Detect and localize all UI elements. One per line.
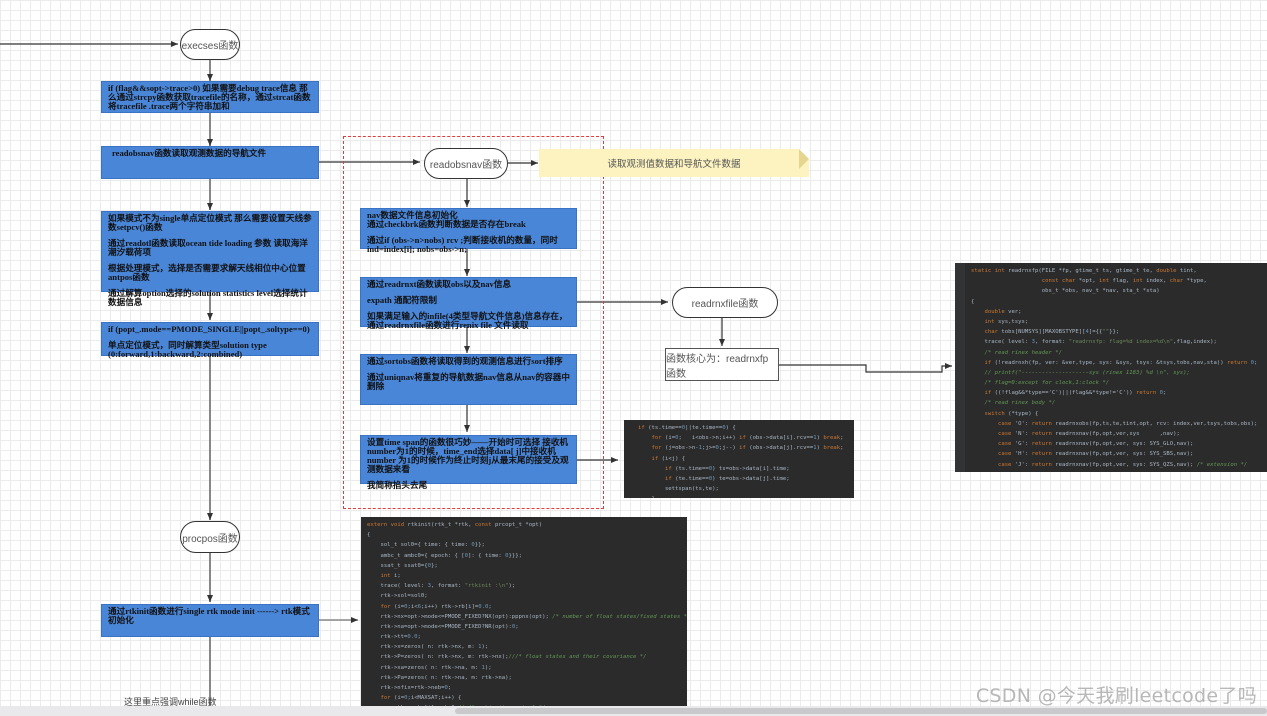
timespan-text-2: 我简称掐头去尾 (367, 480, 428, 490)
code-line: obs_t *obs, nav_t *nav, sta_t *sta) (971, 288, 1160, 295)
note-text: 读取观测值数据和导航文件数据 (607, 159, 741, 170)
readrnxt-box[interactable]: 通过readrnxt函数读取obs以及nav信息 expath 通配符限制 如果… (360, 277, 577, 330)
readobsnav-group-frame (343, 136, 604, 509)
code-line: /* read rinex header */ (984, 349, 1062, 356)
single-mode-check-text-2: 单点定位模式，同时解算类型solution type (0:forward,1:… (108, 340, 267, 359)
readrnxt-text-3: 如果满足输入的infile(4类型导航文件信息)信息存在，通过readrnxfi… (367, 311, 568, 330)
code-line: trace( level: 3, format: "readrnxfp: fla… (971, 339, 1217, 346)
nav-init-text-2: 通过if (obs->n>nobs) rcv ;判断接收机的数量，同时ind=i… (367, 235, 558, 254)
timespan-box[interactable]: 设置time span的函数很巧妙——开始时可选择 接收机number为1的时候… (360, 435, 577, 490)
rtkinit-code-snippet: extern void rtkinit(rtk_t *rtk, const pr… (361, 517, 687, 716)
sort-uniq-text-1: 通过sortobs函数将读取得到的观测信息进行sort排序 (367, 356, 563, 366)
code-line: rtk->nfix=rtk->neb=0; (367, 685, 452, 691)
code-line: static int readrnxfp(FILE *fp, gtime_t t… (971, 268, 1197, 274)
code-line: ambc_t ambc0={ epoch: { [0]: { time: 0}}… (367, 552, 522, 559)
readrnxfile-function-node[interactable]: readrnxfile函数 (672, 287, 778, 318)
code-line: rtk->xa=zeros( n: rtk->na, m: 1); (367, 664, 492, 671)
code-line: if (ts.time==0) ts=obs->data[i].time; (664, 465, 790, 472)
code-line: extern void rtkinit(rtk_t *rtk, const pr… (367, 522, 543, 528)
csdn-watermark: CSDN @今天我刷leetcode了吗 (975, 685, 1257, 707)
code-line: sol_t sol0={ time: { time: 0}}; (367, 542, 485, 549)
nav-init-text-1: nav数据文件信息初始化 通过checkbrk函数判断数据是否存在break (367, 210, 526, 229)
code-line: switch (*type) { (984, 410, 1039, 417)
code-line: rtk->x=zeros( n: rtk->nx, m: 1); (367, 644, 489, 651)
code-line: if (i<j) { (651, 455, 686, 462)
readobsnav-function-node[interactable]: readobsnav函数 (424, 148, 508, 179)
code-line: for (i=0;i<6;i++) rtk->rb[i]=0.0; (380, 603, 492, 610)
readrnxt-text-2: expath 通配符限制 (367, 295, 437, 305)
single-mode-check-box[interactable]: if (popt_.mode==PMODE_SINGLE||popt_.solt… (101, 322, 319, 359)
timespan-code-snippet: if (ts.time==0||te.time==0) { for (i=0; … (624, 420, 854, 498)
antenna-params-text-2: 通过readotl函数读取ocean tide loading 参数 读取海洋潮… (108, 238, 308, 257)
code-line: int i; (380, 572, 401, 579)
code-line: case 'H': return readrnxnav(fp,opt,ver, … (997, 451, 1194, 458)
code-line: if ((!flag&&*type=='C')||(flag&&*type!='… (984, 390, 1167, 397)
code-line: for (i=0;i<MAXSAT;i++) { (380, 695, 462, 702)
sort-uniq-box[interactable]: 通过sortobs函数将读取得到的观测信息进行sort排序 通过uniqnav将… (360, 354, 577, 405)
code-line: { (367, 532, 371, 539)
trace-setup-text: if (flag&&sopt->trace>0) 如果需要debug trace… (108, 83, 311, 111)
code-line: case 'G': return readrnxnav(fp,opt,ver, … (997, 441, 1194, 448)
procpos-function-node[interactable]: procpos函数 (180, 521, 240, 553)
sort-uniq-text-2: 通过uniqnav将重复的导航数据nav信息从nav的容器中删除 (367, 372, 570, 391)
antenna-params-box[interactable]: 如果模式不为single单点定位模式 那么需要设置天线参数setpcv()函数 … (101, 211, 319, 307)
readrnxfp-code-snippet: static int readrnxfp(FILE *fp, gtime_t t… (955, 263, 1267, 472)
code-line: if (!readrnxh(fp, ver: &ver,type, sys: &… (984, 359, 1258, 366)
code-line: rtk->sol=sol0; (367, 593, 428, 600)
code-line: if (ts.time==0||te.time==0) { (638, 425, 736, 431)
antenna-params-text-1: 如果模式不为single单点定位模式 那么需要设置天线参数setpcv()函数 (108, 213, 312, 232)
code-line: /* flag=0:except for clock,1:clock */ (984, 380, 1110, 387)
code-line: { (971, 298, 975, 305)
rtkinit-text: 通过rtkinit函数进行single rtk mode init ------… (108, 606, 310, 625)
connector-plain-code (779, 363, 952, 373)
readobsnav-summary-box[interactable]: readobsnav函数读取观测数据的导航文件 (101, 146, 319, 179)
horizontal-scrollbar[interactable] (0, 706, 1267, 716)
code-line: trace( level: 3, format: "rtkinit :\n"); (367, 583, 516, 590)
code-line: // printf("--------------------sys (rine… (984, 369, 1190, 376)
code-line: rtk->P=zeros( n: rtk->nx, m: rtk->nx);//… (367, 654, 647, 661)
code-line: double ver; (984, 308, 1022, 315)
code-line: const char *opt, int flag, int index, ch… (1041, 278, 1207, 285)
timespan-text-1: 设置time span的函数很巧妙——开始时可选择 接收机number为1的时候… (367, 437, 569, 474)
readrnxt-text-1: 通过readrnxt函数读取obs以及nav信息 (367, 279, 512, 289)
antenna-params-text-4: 通过解算option选择的solution statistics level选择… (108, 288, 308, 307)
code-line: /* read rinex body */ (984, 400, 1056, 407)
code-line: if (te.time==0) te=obs->data[j].time; (664, 475, 790, 482)
code-line: int sys,tsys; (984, 318, 1029, 325)
code-line: for (j=obs->n-1;j>=0;j--) if (obs->data[… (651, 445, 844, 452)
trace-setup-box[interactable]: if (flag&&sopt->trace>0) 如果需要debug trace… (101, 81, 319, 113)
code-line: rtk->tt=0.0; (367, 634, 421, 641)
antenna-params-text-3: 根据处理模式，选择是否需要求解天线相位中心位置antpos函数 (108, 263, 306, 282)
execses-function-node[interactable]: execses函数 (180, 29, 240, 60)
code-line: case 'O': return readrnxobs(fp,ts,te,tin… (997, 420, 1258, 427)
readobsnav-summary-text: readobsnav函数读取观测数据的导航文件 (112, 148, 267, 158)
while-function-caption: 这里重点强调while函数 (124, 697, 217, 707)
code-line: rtk->nx=opt->mode<=PMODE_FIXED?NX(opt):p… (367, 613, 687, 620)
readrnxfp-core-box[interactable]: 函数核心为：readrnxfp函数 (665, 348, 779, 381)
code-line: case 'N': return readrnxnav(fp,opt,ver,s… (997, 431, 1180, 437)
code-line: for (i=0; i<obs->n;i++) if (obs->data[i]… (651, 435, 844, 442)
code-line: rtk->na=opt->mode<=PMODE_FIXED?NR(opt):0… (367, 623, 519, 630)
note-fold-corner (799, 149, 809, 169)
code-line: rtk->Pa=zeros( n: rtk->na, m: rtk->na); (367, 674, 512, 681)
code-line: case 'J': return readrnxnav(fp,opt,ver, … (997, 461, 1248, 468)
code-line: char tobs[NUMSYS][MAXOBSTYPE][4]={{""}}; (984, 329, 1120, 336)
code-line: ssat_t ssat0={0}; (367, 562, 438, 569)
nav-init-box[interactable]: nav数据文件信息初始化 通过checkbrk函数判断数据是否存在break 通… (360, 208, 577, 254)
single-mode-check-text-1: if (popt_.mode==PMODE_SINGLE||popt_.solt… (108, 324, 310, 334)
rtkinit-box[interactable]: 通过rtkinit函数进行single rtk mode init ------… (101, 604, 319, 637)
scrollbar-thumb[interactable] (455, 708, 1267, 714)
code-line: } (638, 494, 848, 498)
code-line: settspan(ts,te); (638, 486, 719, 493)
readobsnav-note[interactable]: 读取观测值数据和导航文件数据 (539, 149, 809, 177)
code-line: case 'L': return readrnxnav(fp,opt,ver, … (971, 470, 1261, 473)
